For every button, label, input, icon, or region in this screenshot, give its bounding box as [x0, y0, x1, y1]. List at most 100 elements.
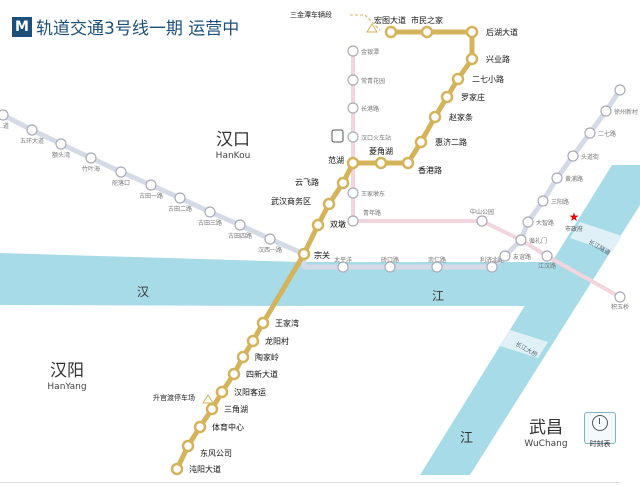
line3-station-label: 香港路: [418, 165, 442, 175]
line3-station-14[interactable]: [297, 247, 311, 261]
line3-station-11[interactable]: [336, 176, 350, 190]
line3-station-label: 宏图大道: [374, 15, 406, 25]
line1-station-11[interactable]: [337, 261, 349, 273]
line1-station-label: 利济北路: [480, 256, 504, 264]
line1-station-label: 硚口路: [381, 256, 399, 264]
line2-station-1[interactable]: [347, 74, 359, 86]
line3-station-9[interactable]: [374, 156, 388, 170]
line3-station-17[interactable]: [236, 350, 250, 364]
line1-station-label: 徐州新村: [614, 108, 638, 116]
district-en-hankou: HanKou: [216, 151, 251, 161]
line1-station-21[interactable]: [584, 127, 596, 139]
line3-station-label: 双墩: [330, 219, 346, 229]
line3-station-label: 宗关: [314, 250, 330, 260]
line1-station-3[interactable]: [85, 152, 97, 164]
line2-station-label: 青年路: [363, 209, 381, 217]
line1-station-label: 头道街: [581, 153, 599, 161]
line3-station-label: 后湖大道: [486, 27, 518, 37]
line1-station-2[interactable]: [55, 138, 67, 150]
line3-station-23[interactable]: [170, 462, 184, 476]
line2-station-2[interactable]: [347, 102, 359, 114]
line3-station-label: 东风公司: [200, 448, 232, 458]
line1-station-18[interactable]: [537, 195, 549, 207]
line1-station-label: 循礼门: [529, 237, 547, 245]
line2-station-3[interactable]: [347, 131, 359, 143]
line1-station-label: 古田二路: [168, 205, 192, 213]
line2-station-label: 金银潭: [361, 48, 379, 56]
line1-station-label: 古田四路: [228, 232, 252, 240]
line1-station-17[interactable]: [522, 216, 534, 228]
line3-station-label: 市民之家: [411, 15, 443, 25]
line1-station-4[interactable]: [115, 166, 127, 178]
tunnel-band: [570, 222, 622, 252]
line1-station-label: 五环大道: [20, 137, 44, 145]
line3-station-18[interactable]: [227, 367, 241, 381]
line1-station-8[interactable]: [234, 219, 246, 231]
depot-spur-north: [350, 14, 381, 31]
timetable-button[interactable]: 时刻表: [584, 412, 616, 448]
line3-station-label: 三角湖: [224, 404, 248, 414]
divider: [0, 482, 620, 483]
line2-station-label: 王家墩东: [361, 190, 385, 198]
line1-station-15[interactable]: [499, 250, 511, 262]
depot-south-label: 升官渡停车场: [153, 393, 195, 402]
line1-station-14[interactable]: [486, 261, 498, 273]
line1-station-22[interactable]: [600, 105, 612, 117]
line1-station-23[interactable]: [614, 84, 626, 96]
line3-station-20[interactable]: [205, 402, 219, 416]
line3-station-13[interactable]: [311, 218, 325, 232]
line3-station-2[interactable]: [465, 25, 479, 39]
line2-station-5[interactable]: [347, 187, 359, 199]
line1-station-label: 额头湾: [52, 151, 70, 159]
line2-station-label: 中山公园: [470, 208, 494, 216]
line1-station-19[interactable]: [551, 172, 563, 184]
line3-station-16[interactable]: [246, 334, 260, 348]
line1-station-6[interactable]: [174, 192, 186, 204]
line2-station-label: 积玉桥: [611, 303, 629, 311]
line2-station-6[interactable]: [347, 215, 359, 227]
line1-station-label: 古田三路: [198, 219, 222, 227]
line2-station-8[interactable]: [515, 234, 527, 246]
line1-station-7[interactable]: [204, 206, 216, 218]
river-label-han: 汉: [137, 285, 149, 299]
line3-station-22[interactable]: [181, 439, 195, 453]
line3-station-6[interactable]: [428, 110, 442, 124]
line3-station-8[interactable]: [401, 156, 415, 170]
line3-station-0[interactable]: [384, 25, 398, 39]
line1-station-1[interactable]: [26, 124, 38, 136]
line3-station-label: 汉阳客运: [234, 387, 266, 397]
line3-station-label: 四新大道: [246, 369, 278, 379]
depot-south-icon: [202, 394, 214, 404]
line2-station-7[interactable]: [476, 215, 488, 227]
line3-station-label: 云飞路: [295, 177, 319, 187]
line1-station-5[interactable]: [145, 179, 157, 191]
line3-station-19[interactable]: [215, 385, 229, 399]
line3-station-5[interactable]: [440, 90, 454, 104]
depot-north-label: 三金潭车辆段: [290, 10, 332, 19]
line1-station-label: 竹叶海: [82, 165, 100, 173]
line3-station-3[interactable]: [465, 52, 479, 66]
line3-station-label: 陶家岭: [255, 352, 279, 362]
line2-station-0[interactable]: [347, 45, 359, 57]
line3-station-1[interactable]: [420, 25, 434, 39]
line3-station-4[interactable]: [451, 72, 465, 86]
star-icon: ★: [569, 210, 580, 224]
line3-station-label: 兴业路: [486, 54, 510, 64]
line3-station-label: 王家湾: [275, 318, 299, 328]
line2-station-label: 江汉路: [538, 262, 556, 270]
line3-station-7[interactable]: [414, 135, 428, 149]
line3-station-10[interactable]: [346, 156, 360, 170]
river-label-yangtze: 江: [460, 431, 473, 446]
line2-station-9[interactable]: [541, 250, 553, 262]
line1-station-12[interactable]: [384, 261, 396, 273]
line2-station-label: 常青花园: [361, 77, 385, 85]
line3-station-15[interactable]: [256, 316, 270, 330]
line2-station-10[interactable]: [614, 291, 626, 303]
line3-station-12[interactable]: [322, 197, 336, 211]
line1-station-label: 黄浦路: [565, 175, 583, 183]
line1-station-20[interactable]: [567, 150, 579, 162]
line1-station-13[interactable]: [431, 261, 443, 273]
line1-station-0[interactable]: [0, 109, 9, 121]
line1-station-9[interactable]: [264, 233, 276, 245]
line3-station-21[interactable]: [193, 420, 207, 434]
